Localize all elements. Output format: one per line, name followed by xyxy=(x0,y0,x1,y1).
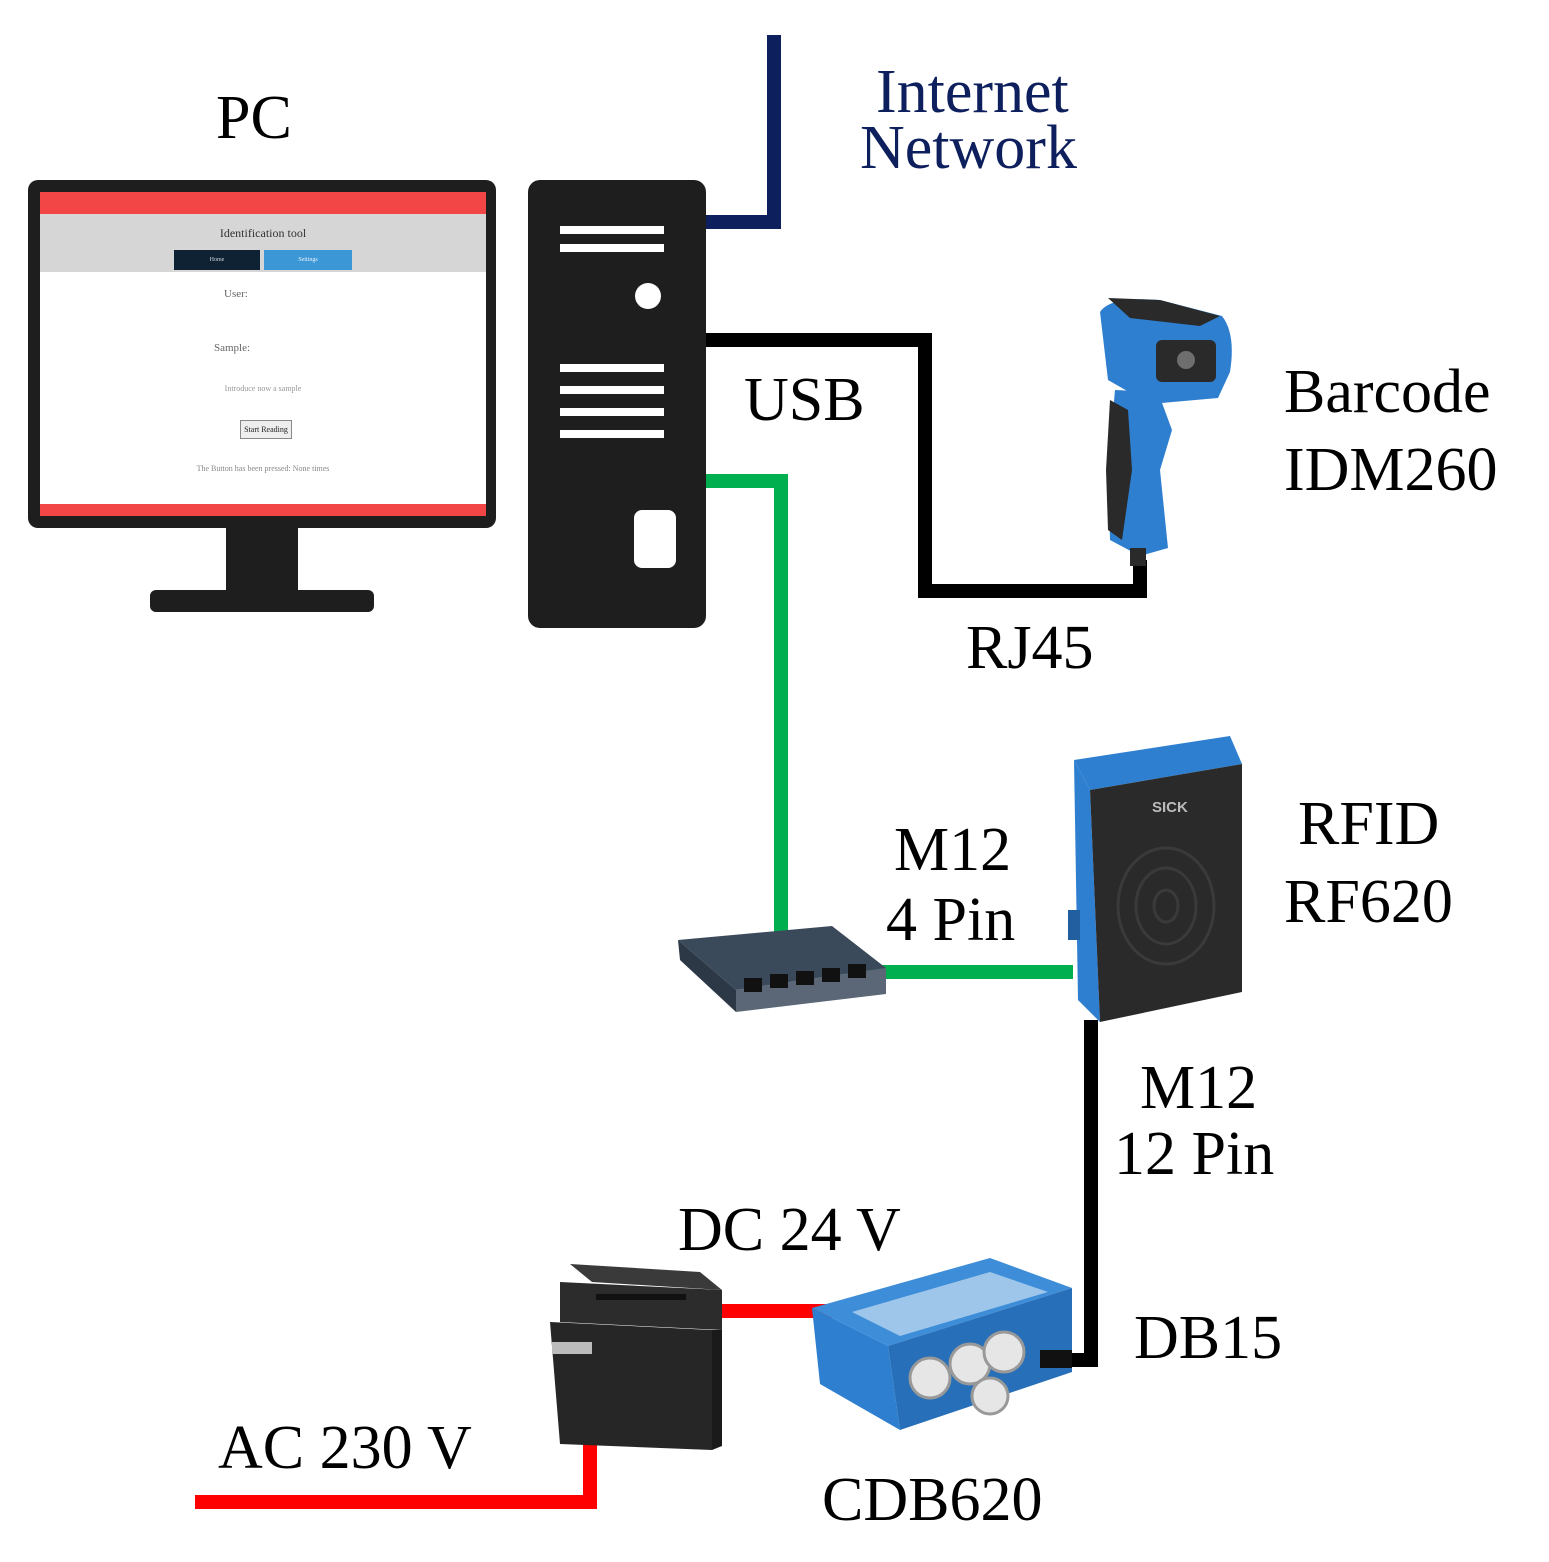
tower-slot xyxy=(634,510,676,568)
screen-title: Identification tool xyxy=(219,226,307,240)
scanner-grip-side xyxy=(1106,400,1132,540)
switch-front xyxy=(736,968,886,1012)
cable-gland-icon xyxy=(908,1356,952,1400)
rfid-body-side xyxy=(1074,760,1100,1022)
scanner-cable-stub xyxy=(1130,548,1146,566)
psu-front xyxy=(550,1322,712,1450)
label-usb: USB xyxy=(744,366,865,434)
label-idm260: IDM260 xyxy=(1284,436,1498,504)
switch-port xyxy=(796,971,814,985)
usb-cable xyxy=(705,333,1147,598)
label-barcode: Barcode xyxy=(1284,358,1491,426)
psu-upper xyxy=(560,1282,722,1330)
tower-bay-line xyxy=(560,244,664,252)
rfid-antenna-ring xyxy=(1116,846,1216,966)
tower-vent-line xyxy=(560,430,664,438)
cable-gland-icon xyxy=(970,1376,1010,1416)
tower-bay-line xyxy=(560,226,664,234)
screen-user-label: User: xyxy=(224,288,248,300)
label-m12-12pin-line1: M12 xyxy=(1140,1054,1258,1122)
label-db15: DB15 xyxy=(1134,1304,1283,1372)
tower-vent-line xyxy=(560,408,664,416)
label-cdb620: CDB620 xyxy=(822,1466,1043,1534)
power-supply xyxy=(550,1264,722,1450)
rfid-antenna-ring xyxy=(1152,888,1180,924)
label-rf620: RF620 xyxy=(1284,868,1453,936)
label-pc: PC xyxy=(216,84,292,152)
tower-vent-line xyxy=(560,364,664,372)
cdb620-box xyxy=(812,1258,1072,1430)
scanner-lens-icon xyxy=(1177,351,1195,369)
tower-vent-line xyxy=(560,386,664,394)
switch-port xyxy=(822,968,840,982)
screen-tab-home[interactable]: Home xyxy=(174,250,260,270)
cable-gland-icon xyxy=(982,1330,1026,1374)
screen-start-button[interactable]: Start Reading xyxy=(240,420,292,439)
ethernet-cable-pc-switch xyxy=(705,474,788,985)
cdb-body-front xyxy=(812,1308,900,1430)
switch-port xyxy=(744,978,762,992)
screen-bottom-bar xyxy=(40,504,486,516)
screen-tab-settings[interactable]: Settings xyxy=(264,250,352,270)
pc-tower xyxy=(528,180,706,628)
label-m12-4pin-line1: M12 xyxy=(894,816,1012,884)
screen-ui: Identification tool Home Settings User: … xyxy=(40,192,486,516)
power-button-icon xyxy=(635,283,661,309)
rfid-antenna-ring xyxy=(1134,866,1198,946)
rfid-side-notch xyxy=(1068,910,1080,940)
label-internet: Internet xyxy=(876,58,1069,126)
network-switch xyxy=(678,926,886,1012)
rfid-face xyxy=(1090,764,1242,1022)
monitor-foot xyxy=(150,590,374,612)
label-m12-4pin-line2: 4 Pin xyxy=(886,886,1016,954)
label-network: Network xyxy=(860,114,1077,182)
psu-terminal-row xyxy=(596,1294,686,1300)
label-m12-12pin-line2: 12 Pin xyxy=(1114,1120,1275,1188)
switch-side xyxy=(678,940,736,1012)
ac-power-cable xyxy=(195,1420,597,1509)
cdb-db15-connector xyxy=(1040,1350,1072,1368)
screen-sample-label: Sample: xyxy=(214,342,251,354)
screen-sample-placeholder[interactable]: Introduce now a sample xyxy=(224,384,302,393)
screen-header xyxy=(40,214,486,272)
monitor-neck xyxy=(226,528,298,598)
internet-cable xyxy=(705,35,781,229)
label-rj45: RJ45 xyxy=(966,614,1094,682)
screen-status-message: The Button has been pressed: None times xyxy=(196,464,330,473)
psu-top xyxy=(570,1264,722,1290)
rfid-reader: SICK xyxy=(1068,736,1242,1022)
label-ac-230v: AC 230 V xyxy=(218,1414,472,1482)
scanner-head-top xyxy=(1108,298,1220,326)
label-rfid: RFID xyxy=(1298,790,1440,858)
switch-port xyxy=(848,964,866,978)
cdb-lid xyxy=(852,1272,1048,1336)
label-dc-24v: DC 24 V xyxy=(678,1196,901,1264)
switch-port xyxy=(770,974,788,988)
barcode-scanner xyxy=(1100,298,1232,566)
rfid-brand-logo: SICK xyxy=(1152,799,1188,816)
psu-brand-plate xyxy=(552,1342,592,1354)
rfid-body-top xyxy=(1074,736,1242,790)
screen-top-bar xyxy=(40,192,486,214)
psu-side xyxy=(712,1330,722,1450)
cables xyxy=(195,35,1147,1509)
